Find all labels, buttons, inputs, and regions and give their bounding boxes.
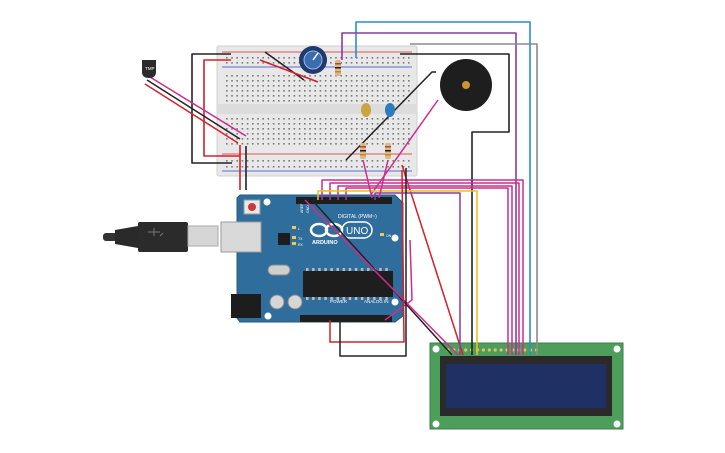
temperature-sensor: TMP	[142, 60, 156, 78]
resistor-right	[385, 143, 391, 159]
wire-sensor-red	[144, 83, 239, 144]
wire-bundle-3	[337, 185, 513, 355]
wire-bundle-4	[345, 187, 509, 355]
arduino-model-label: UNO	[346, 226, 368, 237]
analog-header-label: ANALOG IN	[364, 299, 389, 304]
led-blue	[385, 103, 395, 117]
wire-black-buzzer	[400, 53, 510, 355]
piezo-buzzer	[440, 59, 492, 111]
wire-black-power	[339, 168, 407, 357]
potentiometer	[299, 46, 327, 74]
wire-red-left-rail	[203, 59, 240, 157]
led-yellow	[361, 103, 371, 117]
resistor-top	[335, 60, 341, 76]
chip-pins	[306, 268, 388, 300]
resistor-left	[360, 143, 366, 159]
wire-sensor-black	[146, 79, 241, 140]
l-led-label: L	[298, 227, 300, 231]
wire-purple-lower	[374, 192, 461, 355]
wire-blue	[355, 21, 531, 355]
rx-label: RX	[298, 243, 304, 247]
wire-red-to-lcd	[401, 164, 464, 356]
wire-pot-red	[259, 59, 319, 83]
wire-bundle-1	[321, 179, 524, 355]
breadboard	[216, 45, 418, 177]
wire-yellow	[317, 190, 478, 355]
gnd-label: GND	[306, 205, 310, 213]
wire-red-power	[329, 169, 405, 343]
wire-magenta-res1	[362, 159, 373, 199]
power-header-label: POWER	[330, 299, 348, 304]
sensor-label: TMP	[145, 66, 155, 71]
on-led-label: ON	[386, 234, 392, 238]
wire-magenta-res2	[378, 159, 389, 199]
wire-sensor-magenta	[149, 76, 247, 137]
wires	[144, 21, 538, 357]
wire-black-diag	[345, 71, 436, 161]
wire-purple	[341, 32, 517, 355]
lcd-16x2	[429, 342, 624, 430]
wire-magenta-to-lcd	[304, 199, 459, 356]
digital-header-label: DIGITAL (PWM~)	[338, 214, 377, 220]
aref-label: AREF	[300, 204, 304, 213]
wire-magenta-analog	[384, 239, 413, 321]
arduino-brand-label: ARDUINO	[312, 240, 338, 246]
usb-cable	[103, 222, 219, 252]
arduino-uno: UNO ARDUINO DIGITAL (PWM~) POWER ANALOG …	[103, 194, 404, 323]
wire-gray	[410, 43, 538, 355]
tx-label: TX	[298, 237, 303, 241]
wire-pot-black	[264, 51, 305, 81]
